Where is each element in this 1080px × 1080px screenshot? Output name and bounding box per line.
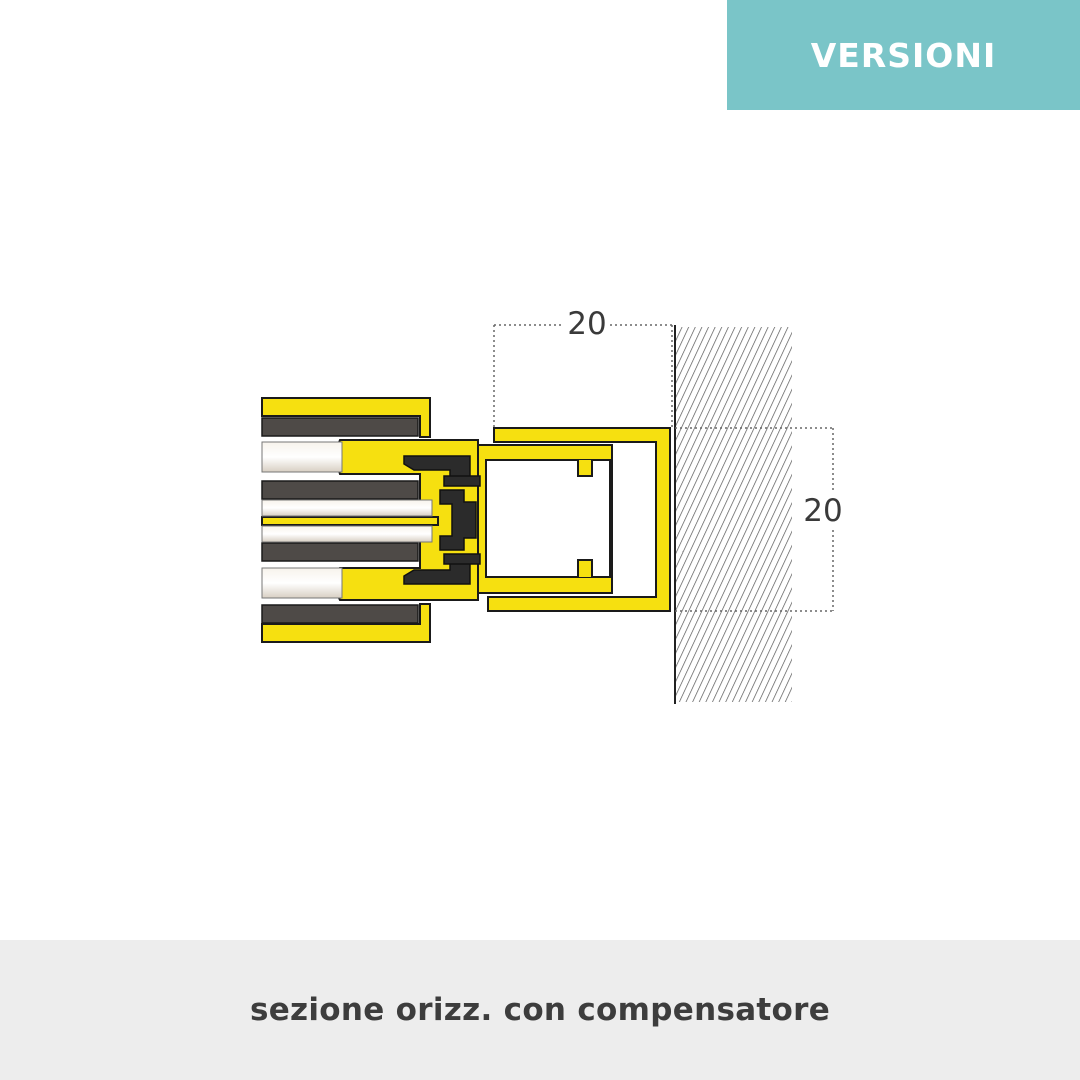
dimension-depth: 20 [675,427,843,612]
caption-bar: sezione orizz. con compensatore [0,940,1080,1080]
rods [261,441,433,599]
frame-profile [469,444,613,594]
dimension-width: 20 [493,306,673,428]
caption-text: sezione orizz. con compensatore [249,992,831,1028]
dimension-depth-label: 20 [803,493,842,529]
gaskets [403,455,481,585]
wall [674,325,792,704]
section-drawing: 20 20 [261,306,843,704]
versions-badge-label: VERSIONI [810,35,997,75]
versions-badge: VERSIONI [727,0,1080,110]
compensator-profile [487,427,671,612]
glass-panes [261,417,419,624]
dimension-width-label: 20 [567,306,606,342]
